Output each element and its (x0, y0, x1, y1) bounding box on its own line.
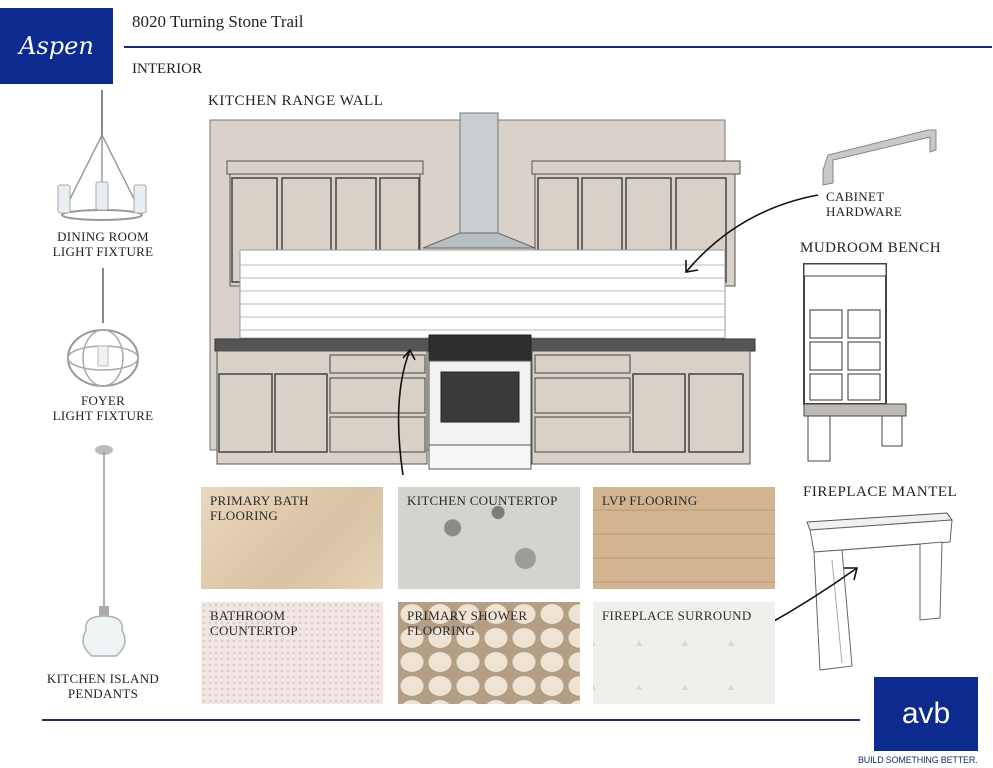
island-pendant-caption-line1: KITCHEN ISLAND (46, 671, 160, 686)
hardware-arrow (685, 194, 819, 273)
swatch-primary-bath-flooring: PRIMARY BATH FLOORING (201, 487, 383, 589)
swatch-fill (398, 487, 580, 589)
dining-light-caption-line1: DINING ROOM (57, 229, 149, 244)
footer-rule (42, 719, 860, 721)
cabinet-hardware-caption-line1: CABINET (826, 189, 885, 204)
tagline: BUILD SOMETHING BETTER. (858, 755, 978, 765)
dining-light-caption-line2: LIGHT FIXTURE (52, 244, 154, 259)
swatch-label: BATHROOM COUNTERTOP (210, 608, 298, 638)
foyer-light-caption-line1: FOYER (80, 393, 126, 408)
fireplace-mantel-illustration (806, 512, 953, 671)
cabinet-hardware-caption-line2: HARDWARE (826, 204, 903, 219)
kitchen-range-wall-heading: KITCHEN RANGE WALL (208, 93, 384, 109)
avb-logo: avb (874, 677, 978, 751)
swatch-label-line2: FLOORING (210, 508, 279, 523)
mudroom-bench-heading: MUDROOM BENCH (800, 240, 942, 256)
swatch-primary-shower-flooring: PRIMARY SHOWER FLOORING (398, 602, 580, 704)
aspen-logo-text: Aspen (19, 32, 94, 60)
swatch-label-line1: PRIMARY SHOWER (407, 608, 528, 623)
swatch-label: FIREPLACE SURROUND (602, 608, 752, 623)
swatch-label-line1: BATHROOM (210, 608, 286, 623)
swatch-bathroom-countertop: BATHROOM COUNTERTOP (201, 602, 383, 704)
foyer-orb-illustration (67, 268, 139, 387)
kitchen-elevation-drawing (209, 112, 756, 475)
swatch-label-line1: PRIMARY BATH (210, 493, 309, 508)
swatch-fill (398, 602, 580, 704)
aspen-logo: Aspen (0, 8, 113, 84)
pendant-illustration (82, 445, 126, 657)
island-pendant-caption-line2: PENDANTS (67, 686, 139, 701)
swatch-fill (201, 602, 383, 704)
swatch-fill (201, 487, 383, 589)
swatch-label-line1: KITCHEN COUNTERTOP (407, 493, 558, 508)
swatch-label-line1: LVP FLOORING (602, 493, 698, 508)
swatch-kitchen-countertop: KITCHEN COUNTERTOP (398, 487, 580, 589)
mudroom-bench-illustration (803, 263, 907, 462)
property-address: 8020 Turning Stone Trail (132, 12, 304, 31)
cabinet-hardware-caption: CABINET HARDWARE (826, 189, 921, 219)
fireplace-mantel-heading: FIREPLACE MANTEL (803, 484, 958, 500)
swatch-label: LVP FLOORING (602, 493, 697, 508)
foyer-light-caption: FOYER LIGHT FIXTURE (42, 393, 164, 423)
swatch-label: PRIMARY BATH FLOORING (210, 493, 309, 523)
swatch-lvp-flooring: LVP FLOORING (593, 487, 775, 589)
swatch-label-line2: COUNTERTOP (210, 623, 298, 638)
chandelier-illustration (57, 90, 147, 221)
swatch-label: KITCHEN COUNTERTOP (407, 493, 558, 508)
cabinet-pull-illustration (822, 129, 937, 186)
swatch-label: PRIMARY SHOWER FLOORING (407, 608, 527, 638)
swatch-label-line1: FIREPLACE SURROUND (602, 608, 752, 623)
dining-light-caption: DINING ROOM LIGHT FIXTURE (42, 229, 164, 259)
swatch-fill (593, 602, 775, 704)
foyer-light-caption-line2: LIGHT FIXTURE (52, 408, 154, 423)
swatch-fill (593, 487, 775, 589)
swatch-label-line2: FLOORING (407, 623, 476, 638)
header-rule (124, 46, 992, 48)
section-title: INTERIOR (132, 61, 202, 77)
avb-logo-text: avb (901, 697, 951, 730)
swatch-fireplace-surround: FIREPLACE SURROUND (593, 602, 775, 704)
island-pendant-caption: KITCHEN ISLAND PENDANTS (36, 671, 170, 701)
fireplace-arrow (766, 567, 859, 626)
